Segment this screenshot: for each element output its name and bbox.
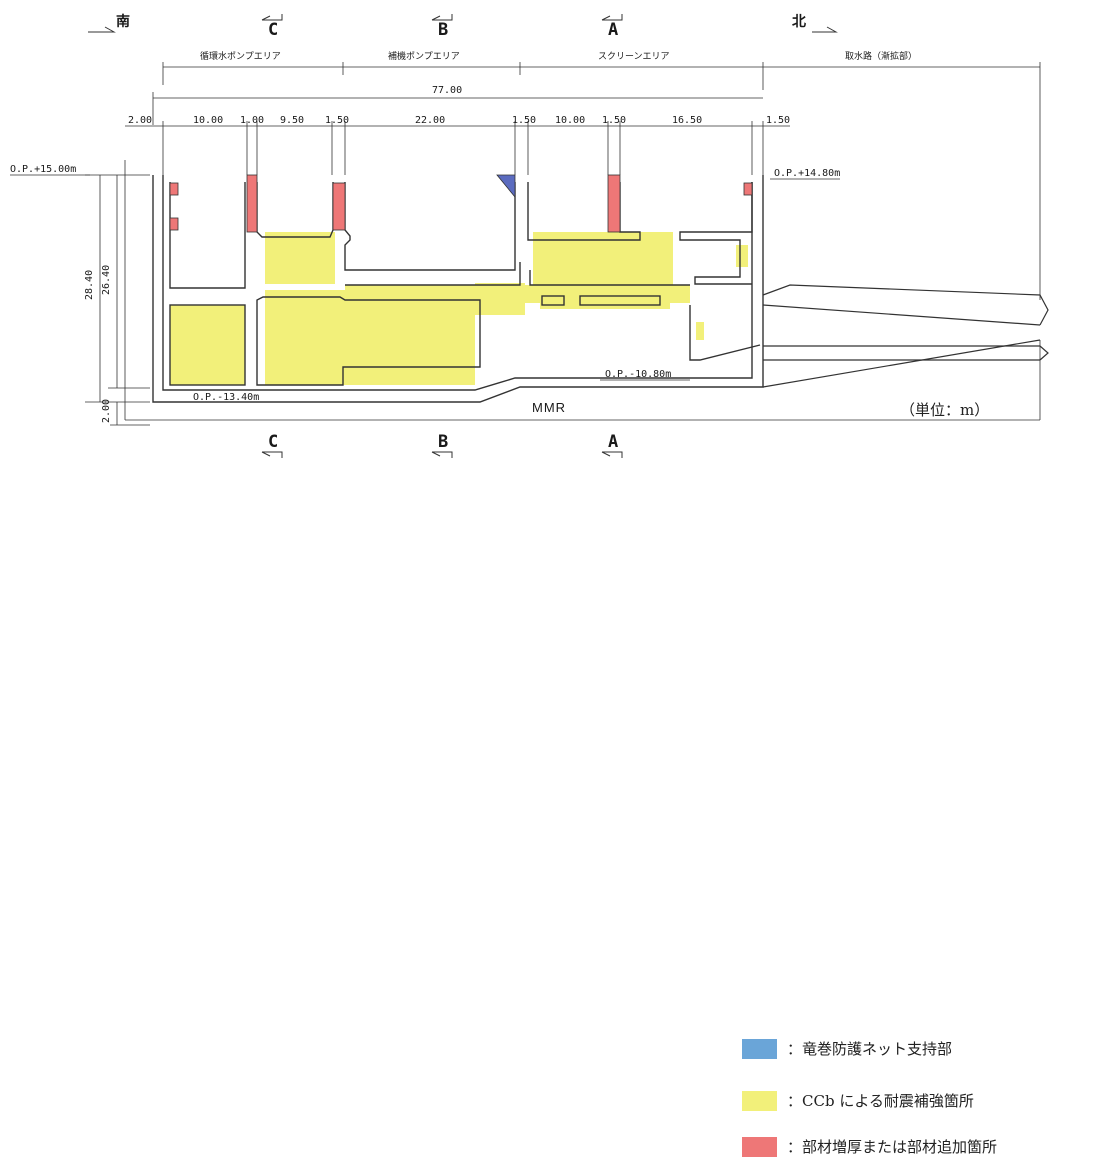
thickened-member-zones <box>169 174 753 233</box>
zone-label-auxiliary-pump: 補機ポンプエリア <box>388 50 460 62</box>
section-b-bottom-label: B <box>438 432 448 452</box>
section-marker-b-bottom: B <box>431 432 453 458</box>
level-left-top: O.P.+15.00m <box>10 164 76 175</box>
section-a-top-label: A <box>608 20 618 40</box>
section-c-top-label: C <box>268 20 278 40</box>
north-arrow-icon <box>812 26 838 33</box>
dim-label: 22.00 <box>415 115 445 126</box>
section-marker-c-bottom: C <box>261 432 283 458</box>
diagram-page: 南 北 C B A 循環水ポンプエリア 補機ポンプエリア スクリーンエリア 取水… <box>10 13 1049 1157</box>
legend-swatch-blue <box>742 1038 777 1059</box>
height-26-40-label: 26.40 <box>101 265 112 295</box>
dim-label: 10.00 <box>193 115 223 126</box>
unit-note: （単位：m） <box>900 401 990 419</box>
level-bottom-right: O.P.-10.80m <box>605 369 671 380</box>
level-bottom-left: O.P.-13.40m <box>193 392 259 403</box>
level-right-top: O.P.+14.80m <box>774 168 840 179</box>
dim-label: 1.00 <box>240 115 264 126</box>
dim-label: 1.50 <box>512 115 536 126</box>
section-b-top-label: B <box>438 20 448 40</box>
legend-label: ：CCb による耐震補強箇所 <box>787 1092 974 1110</box>
height-2-00-label: 2.00 <box>101 399 112 423</box>
section-arrow-icon <box>261 14 283 21</box>
dim-label: 1.50 <box>325 115 349 126</box>
direction-south: 南 <box>88 13 130 33</box>
dim-label: 16.50 <box>672 115 702 126</box>
dim-label: 1.50 <box>602 115 626 126</box>
cross-section-drawing: 南 北 C B A 循環水ポンプエリア 補機ポンプエリア スクリーンエリア 取水… <box>10 13 1049 458</box>
section-marker-a-bottom: A <box>601 432 623 458</box>
mmr-label: MMR <box>532 400 566 415</box>
zone-label-screen: スクリーンエリア <box>598 51 670 62</box>
north-label: 北 <box>792 14 806 30</box>
dim-label: 2.00 <box>128 115 152 126</box>
height-dimension-lines <box>85 160 150 426</box>
segment-dimension-line <box>125 121 790 175</box>
intake-channel <box>762 284 1049 388</box>
mmr-slab <box>125 340 1041 421</box>
section-a-bottom-label: A <box>608 432 618 452</box>
legend-item-ccb: ：CCb による耐震補強箇所 <box>742 1090 974 1111</box>
section-arrow-icon <box>601 451 623 458</box>
tornado-net-support-zone <box>496 174 516 199</box>
section-arrow-icon <box>431 14 453 21</box>
section-c-bottom-label: C <box>268 432 278 452</box>
legend-swatch-red <box>742 1136 777 1157</box>
total-width-dimension: 77.00 <box>152 85 763 125</box>
section-arrow-icon <box>261 451 283 458</box>
dim-label: 1.50 <box>766 115 790 126</box>
ccb-reinforcement-zones <box>170 232 748 385</box>
south-arrow-icon <box>88 26 116 33</box>
legend-label: ：部材増厚または部材追加箇所 <box>787 1138 998 1156</box>
zone-label-intake-channel: 取水路（漸拡部） <box>845 50 917 62</box>
dim-label: 9.50 <box>280 115 304 126</box>
total-width-label: 77.00 <box>432 85 462 96</box>
south-label: 南 <box>116 13 130 30</box>
legend-label: ：竜巻防護ネット支持部 <box>787 1040 953 1058</box>
zone-label-circulating-pump: 循環水ポンプエリア <box>200 50 281 62</box>
legend-swatch-yellow <box>742 1090 777 1111</box>
height-28-40-label: 28.40 <box>84 270 95 300</box>
direction-north: 北 <box>792 14 838 33</box>
zone-dimension-line <box>162 62 1041 300</box>
dim-label: 10.00 <box>555 115 585 126</box>
section-marker-c-top: C <box>261 14 283 40</box>
legend-item-thickened: ：部材増厚または部材追加箇所 <box>742 1136 997 1157</box>
legend-item-tornado-net: ：竜巻防護ネット支持部 <box>742 1038 952 1059</box>
section-marker-a-top: A <box>601 14 623 40</box>
section-arrow-icon <box>431 451 453 458</box>
section-arrow-icon <box>601 14 623 21</box>
section-marker-b-top: B <box>431 14 453 40</box>
